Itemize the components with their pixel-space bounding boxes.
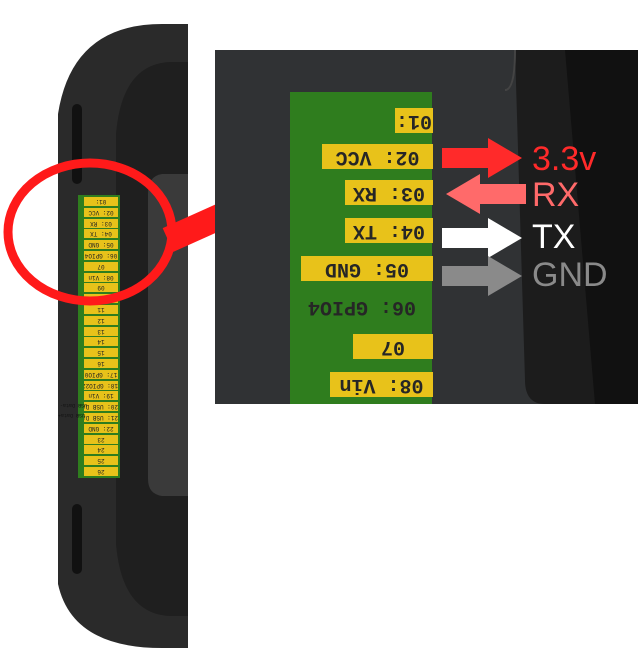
pin-label: 08: Vin [330,372,433,397]
signal-label-vcc: 3.3v [532,140,597,178]
pin-label: 06: GPIO4 [307,295,417,318]
side-note: USB Data- [60,402,88,408]
pin-label: 03: RX [345,180,433,205]
side-note: USB Data+ [58,412,86,418]
vcc-arrow [442,138,522,178]
tx-arrow [442,218,522,258]
gnd-arrow [442,256,522,296]
pin-label: 05: GND [301,256,433,281]
pin-label: 02: VCC [322,144,433,169]
signal-label-gnd: GND [532,256,608,294]
rx-arrow [446,174,526,214]
pin-label: 04: TX [345,218,433,243]
signal-label-tx: TX [532,218,576,256]
pin-label: 07 [353,334,433,359]
pin-label: 01: [395,108,433,133]
device-body [58,24,188,648]
signal-label-rx: RX [532,176,580,214]
